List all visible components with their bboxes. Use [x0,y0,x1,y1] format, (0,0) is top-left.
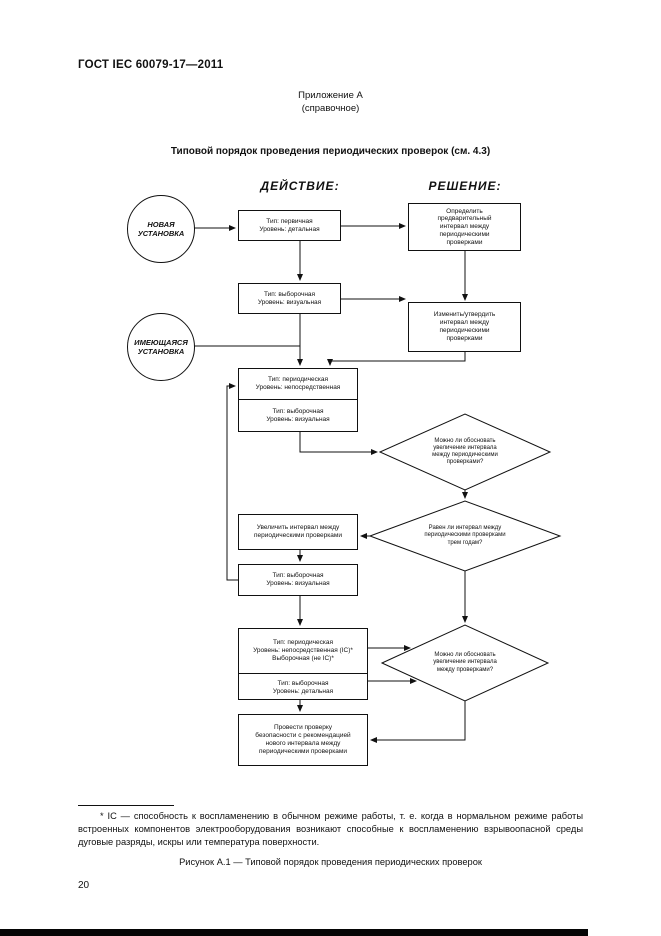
node-justify-increase-1: Можно ли обосновать увеличение интервала… [432,437,498,466]
node-modify-confirm-interval: Изменить/утвердить интервал между период… [408,302,521,352]
node-sample-detailed: Тип: выборочная Уровень: детальная [272,679,334,695]
decision-diamond-shape [380,624,550,702]
node-safety-audit: Провести проверку безопасности с рекомен… [238,714,368,766]
standard-number: ГОСТ IEC 60079-17—2011 [78,59,224,71]
figure-title: Типовой порядок проведения периодических… [170,146,491,157]
node-increase-interval: Увеличить интервал между периодическими … [238,514,358,550]
decision-diamond-shape [378,413,552,491]
annex-subtitle: (справочное) [301,103,360,114]
figure-caption: Рисунок А.1 — Типовой порядок проведения… [179,857,482,867]
decision-diamond-shape [368,500,562,572]
node-justify-increase-2: Можно ли обосновать увеличение интервала… [433,652,497,673]
footnote-rule [78,805,174,806]
node-sample-visual-1: Тип: выборочная Уровень: визуальная [238,283,341,314]
node-periodic-close: Тип: периодическая Уровень: непосредстве… [238,368,358,400]
node-sample-visual-3: Тип: выборочная Уровень: визуальная [238,564,358,596]
scan-artifact-bar [0,929,588,936]
node-interval-three-years: Равен ли интервал между периодическими п… [424,525,506,546]
footnote: * IC — способность к воспламенению в обы… [78,811,583,847]
action-column-header: ДЕЙСТВИЕ: [260,179,340,193]
node-periodic-close-ic: Тип: периодическая Уровень: непосредстве… [239,629,367,674]
annex-title: Приложение А [298,90,363,101]
node-initial-detailed: Тип: первичная Уровень: детальная [238,210,341,241]
node-sample-visual-2: Тип: выборочная Уровень: визуальная [238,399,358,432]
node-new-installation: НОВАЯ УСТАНОВКА [127,195,195,263]
decision-column-header: РЕШЕНИЕ: [428,179,502,193]
node-periodic-close-ic-group: Тип: периодическая Уровень: непосредстве… [238,628,368,700]
page-number: 20 [78,880,90,891]
node-existing-installation: ИМЕЮЩАЯСЯ УСТАНОВКА [127,313,195,381]
node-determine-interval: Определить предварительный интервал межд… [408,203,521,251]
